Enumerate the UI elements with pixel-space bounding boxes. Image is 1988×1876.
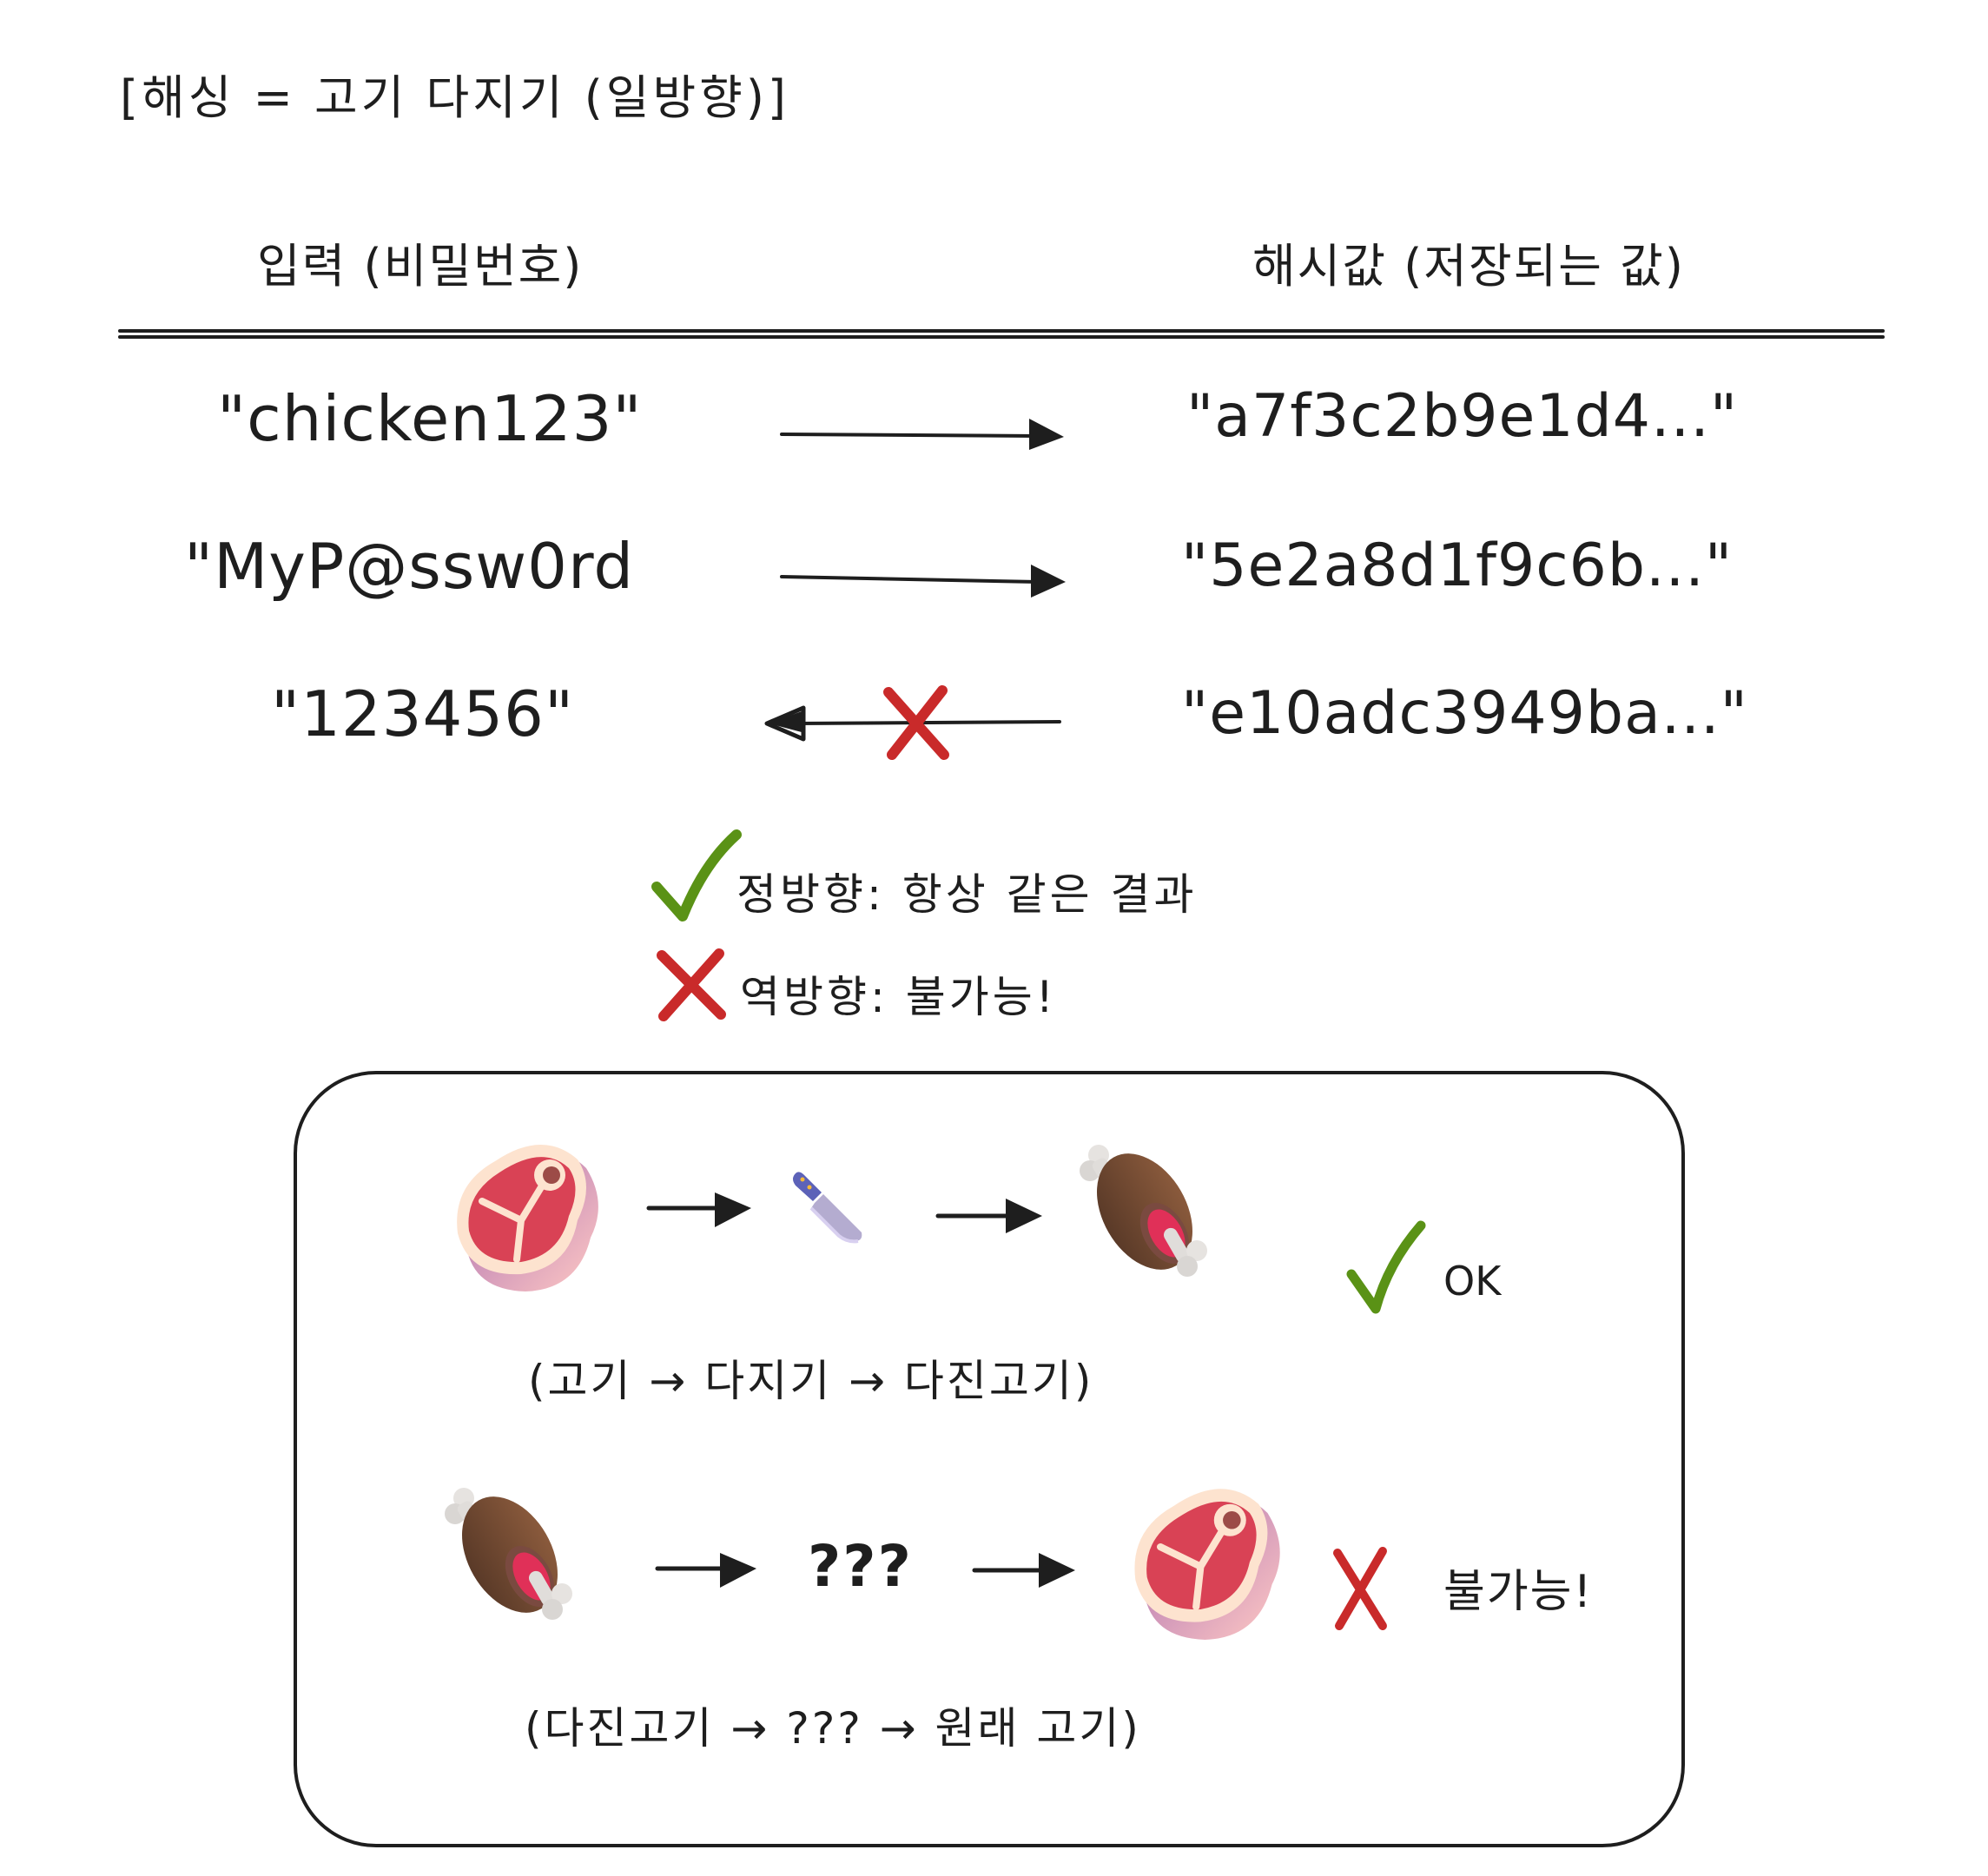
check-icon — [651, 829, 742, 921]
header-divider-bottom — [118, 335, 1885, 339]
hash-output-2: "5e2a8d1f9c6b..." — [1181, 532, 1734, 600]
arrow-icon — [655, 1553, 756, 1588]
cross-icon — [1333, 1547, 1387, 1630]
arrow-icon — [646, 1192, 751, 1227]
cross-icon — [883, 685, 949, 760]
input-column-header: 입력 (비밀번호) — [257, 239, 584, 294]
header-divider-top — [118, 329, 1885, 333]
arrow-icon — [972, 1553, 1075, 1588]
cut-of-meat-icon — [457, 1144, 598, 1291]
cross-icon — [657, 948, 726, 1021]
blocked-reverse-arrow-icon — [764, 685, 1061, 760]
meat-on-bone-icon — [1080, 1145, 1207, 1277]
password-input-1: "chicken123" — [217, 382, 643, 455]
check-icon — [1346, 1220, 1426, 1314]
unknown-step-label: ??? — [808, 1533, 913, 1600]
arrow-icon — [935, 1199, 1042, 1233]
meat-on-bone-icon — [445, 1488, 572, 1620]
password-input-2: "MyP@ssw0rd — [184, 530, 635, 603]
analogy-caption-1: (고기 → 다지기 → 다진고기) — [528, 1356, 1094, 1406]
legend-reverse-label: 역방향: 불가능! — [740, 972, 1057, 1022]
hash-output-3: "e10adc3949ba..." — [1181, 679, 1748, 748]
diagram-title: [해싱 = 고기 다지기 (일방향)] — [120, 70, 789, 125]
legend-forward-label: 정방향: 항상 같은 결과 — [736, 869, 1198, 920]
cut-of-meat-icon — [1134, 1489, 1280, 1640]
hash-output-1: "a7f3c2b9e1d4..." — [1186, 382, 1739, 451]
kitchen-knife-icon — [793, 1172, 862, 1244]
password-input-3: "123456" — [271, 677, 575, 750]
status-impossible-label: 불가능! — [1443, 1566, 1594, 1618]
forward-arrow-icon — [780, 419, 1064, 450]
status-ok-label: OK — [1443, 1258, 1502, 1305]
meat-analogy-box — [294, 1071, 1685, 1847]
analogy-caption-2: (다진고기 → ??? → 원래 고기) — [525, 1703, 1141, 1754]
forward-arrow-icon — [780, 565, 1066, 598]
hash-column-header: 해시값 (저장되는 값) — [1252, 239, 1685, 294]
